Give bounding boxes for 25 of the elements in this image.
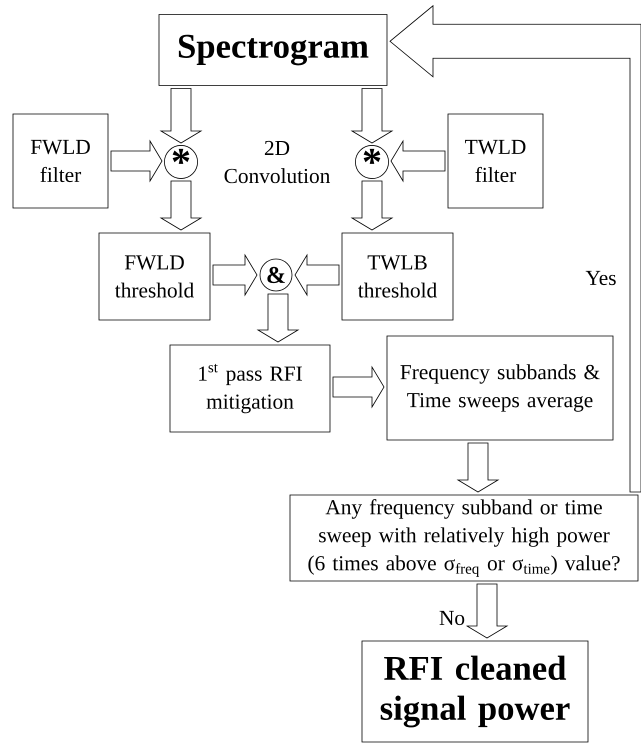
block-arrow — [110, 140, 162, 182]
process-box: FWLD filter — [12, 114, 108, 208]
edge-label: Yes — [584, 270, 618, 286]
block-arrow — [160, 180, 202, 230]
annotation-label: 2D Convolution — [224, 140, 330, 184]
process-box: TWLB threshold — [342, 232, 454, 320]
block-arrow — [294, 254, 340, 296]
block-arrow — [160, 88, 202, 144]
block-arrow — [390, 140, 446, 182]
block-arrow — [389, 4, 641, 492]
process-box: RFI cleaned signal power — [362, 640, 588, 742]
process-box: Spectrogram — [158, 14, 388, 86]
process-box: TWLD filter — [448, 114, 544, 208]
block-arrow — [332, 366, 384, 408]
process-box: Any frequency subband or time sweep with relatively high power (6 times above σ$_{freq}$ or σ$_{time}$) value? — [290, 494, 638, 582]
process-box: FWLD threshold — [98, 232, 210, 320]
process-box: Frequency subbands & Time sweeps average — [386, 336, 614, 440]
process-box: 1$^{st}$ pass RFI mitigation — [170, 344, 330, 432]
block-arrow — [456, 442, 500, 492]
edge-label: No — [438, 610, 466, 626]
block-arrow — [212, 254, 258, 296]
block-arrow — [350, 180, 394, 230]
block-arrow — [350, 88, 394, 144]
block-arrow — [466, 584, 508, 638]
block-arrow — [256, 294, 300, 342]
